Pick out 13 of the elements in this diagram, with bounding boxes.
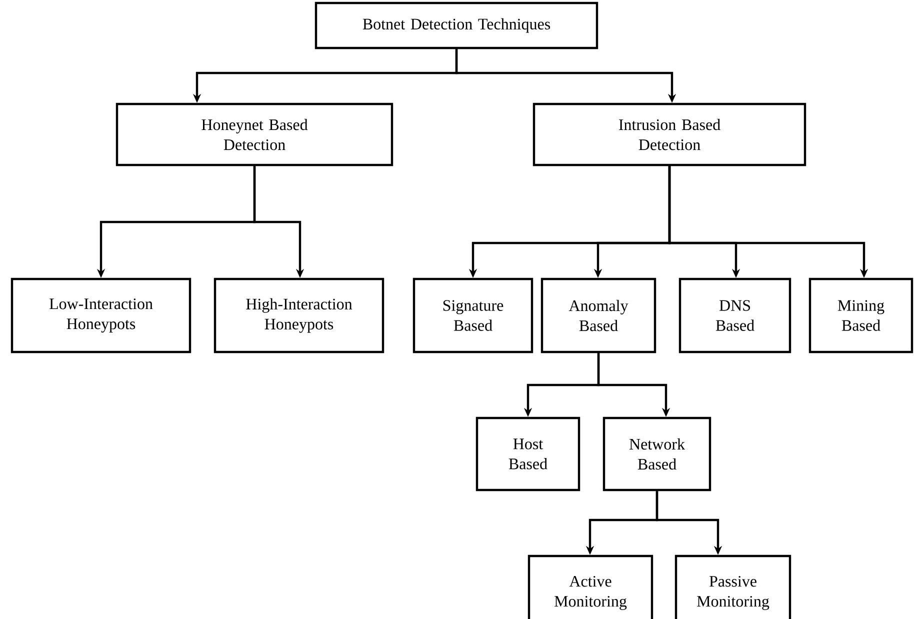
category-box: Signature Based bbox=[412, 278, 534, 354]
category-box: Mining Based bbox=[808, 278, 914, 354]
category-box: Botnet Detection Techniques bbox=[314, 2, 598, 50]
category-box: High-Interaction Honeypots bbox=[214, 278, 384, 354]
category-box: DNS Based bbox=[678, 278, 792, 354]
category-box: Passive Monitoring bbox=[674, 554, 792, 619]
category-box: Network Based bbox=[602, 416, 712, 492]
category-box: Anomaly Based bbox=[540, 278, 656, 354]
category-box: Host Based bbox=[476, 416, 580, 492]
category-box: Low-Interaction Honeypots bbox=[10, 278, 192, 354]
category-box: Active Monitoring bbox=[528, 554, 654, 619]
category-box: Honeynet Based Detection bbox=[116, 102, 394, 166]
category-box: Intrusion Based Detection bbox=[532, 102, 806, 166]
